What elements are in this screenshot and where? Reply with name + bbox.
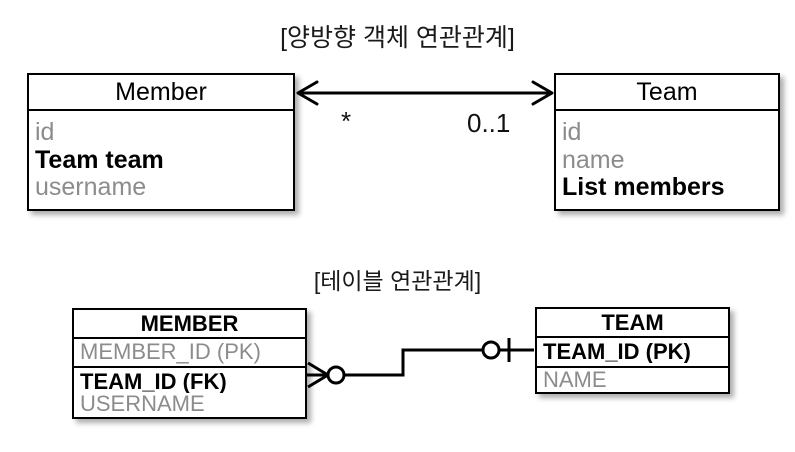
uml-member-attribute: id	[35, 119, 55, 147]
erd-team-key-column: TEAM_ID (PK)	[543, 340, 691, 364]
cardinality-zero-circle-team-icon	[481, 340, 501, 360]
erd-team-key-column-list: TEAM_ID (PK)	[537, 338, 728, 366]
uml-member-class-box: Member id Team team username	[27, 73, 295, 211]
erd-team-column-list: NAME	[537, 366, 728, 393]
erd-member-key-column: MEMBER_ID (PK)	[80, 341, 261, 364]
erd-member-column: TEAM_ID (FK)	[80, 370, 227, 393]
erd-team-table-name: TEAM	[537, 309, 728, 338]
uml-arrowhead-left-icon	[296, 80, 319, 106]
uml-team-attribute-list: id name List members	[556, 111, 778, 210]
erd-section-title: [테이블 연관관계]	[313, 268, 482, 294]
erd-member-column-list: TEAM_ID (FK) USERNAME	[74, 366, 305, 418]
uml-member-attribute: username	[35, 174, 147, 202]
uml-team-attribute: name	[562, 146, 625, 174]
erd-member-table-box: MEMBER MEMBER_ID (PK) TEAM_ID (FK) USERN…	[72, 308, 307, 419]
uml-target-multiplicity-label: 0..1	[467, 108, 511, 138]
uml-source-multiplicity-label: *	[341, 106, 352, 136]
uml-team-class-name: Team	[556, 75, 778, 111]
cardinality-zero-circle-member-icon	[326, 365, 346, 385]
erd-relationship-connector	[307, 338, 534, 389]
erd-member-column: USERNAME	[80, 393, 205, 416]
erd-member-table-name: MEMBER	[74, 310, 305, 339]
uml-association-connector	[296, 80, 554, 106]
uml-team-attribute: List members	[562, 174, 725, 202]
uml-member-class-name: Member	[29, 75, 293, 111]
erd-team-column: NAME	[543, 369, 607, 392]
uml-member-attribute-list: id Team team username	[29, 111, 293, 210]
uml-section-title: [양방향 객체 연관관계]	[280, 24, 515, 52]
uml-team-attribute: id	[562, 119, 582, 147]
crows-foot-many-icon	[307, 361, 329, 389]
erd-team-table-box: TEAM TEAM_ID (PK) NAME	[535, 307, 730, 394]
erd-member-key-column-list: MEMBER_ID (PK)	[74, 339, 305, 366]
uml-arrowhead-right-icon	[531, 80, 554, 106]
uml-team-class-box: Team id name List members	[554, 73, 780, 211]
uml-member-attribute: Team team	[35, 146, 164, 174]
erd-relationship-line	[337, 348, 483, 377]
